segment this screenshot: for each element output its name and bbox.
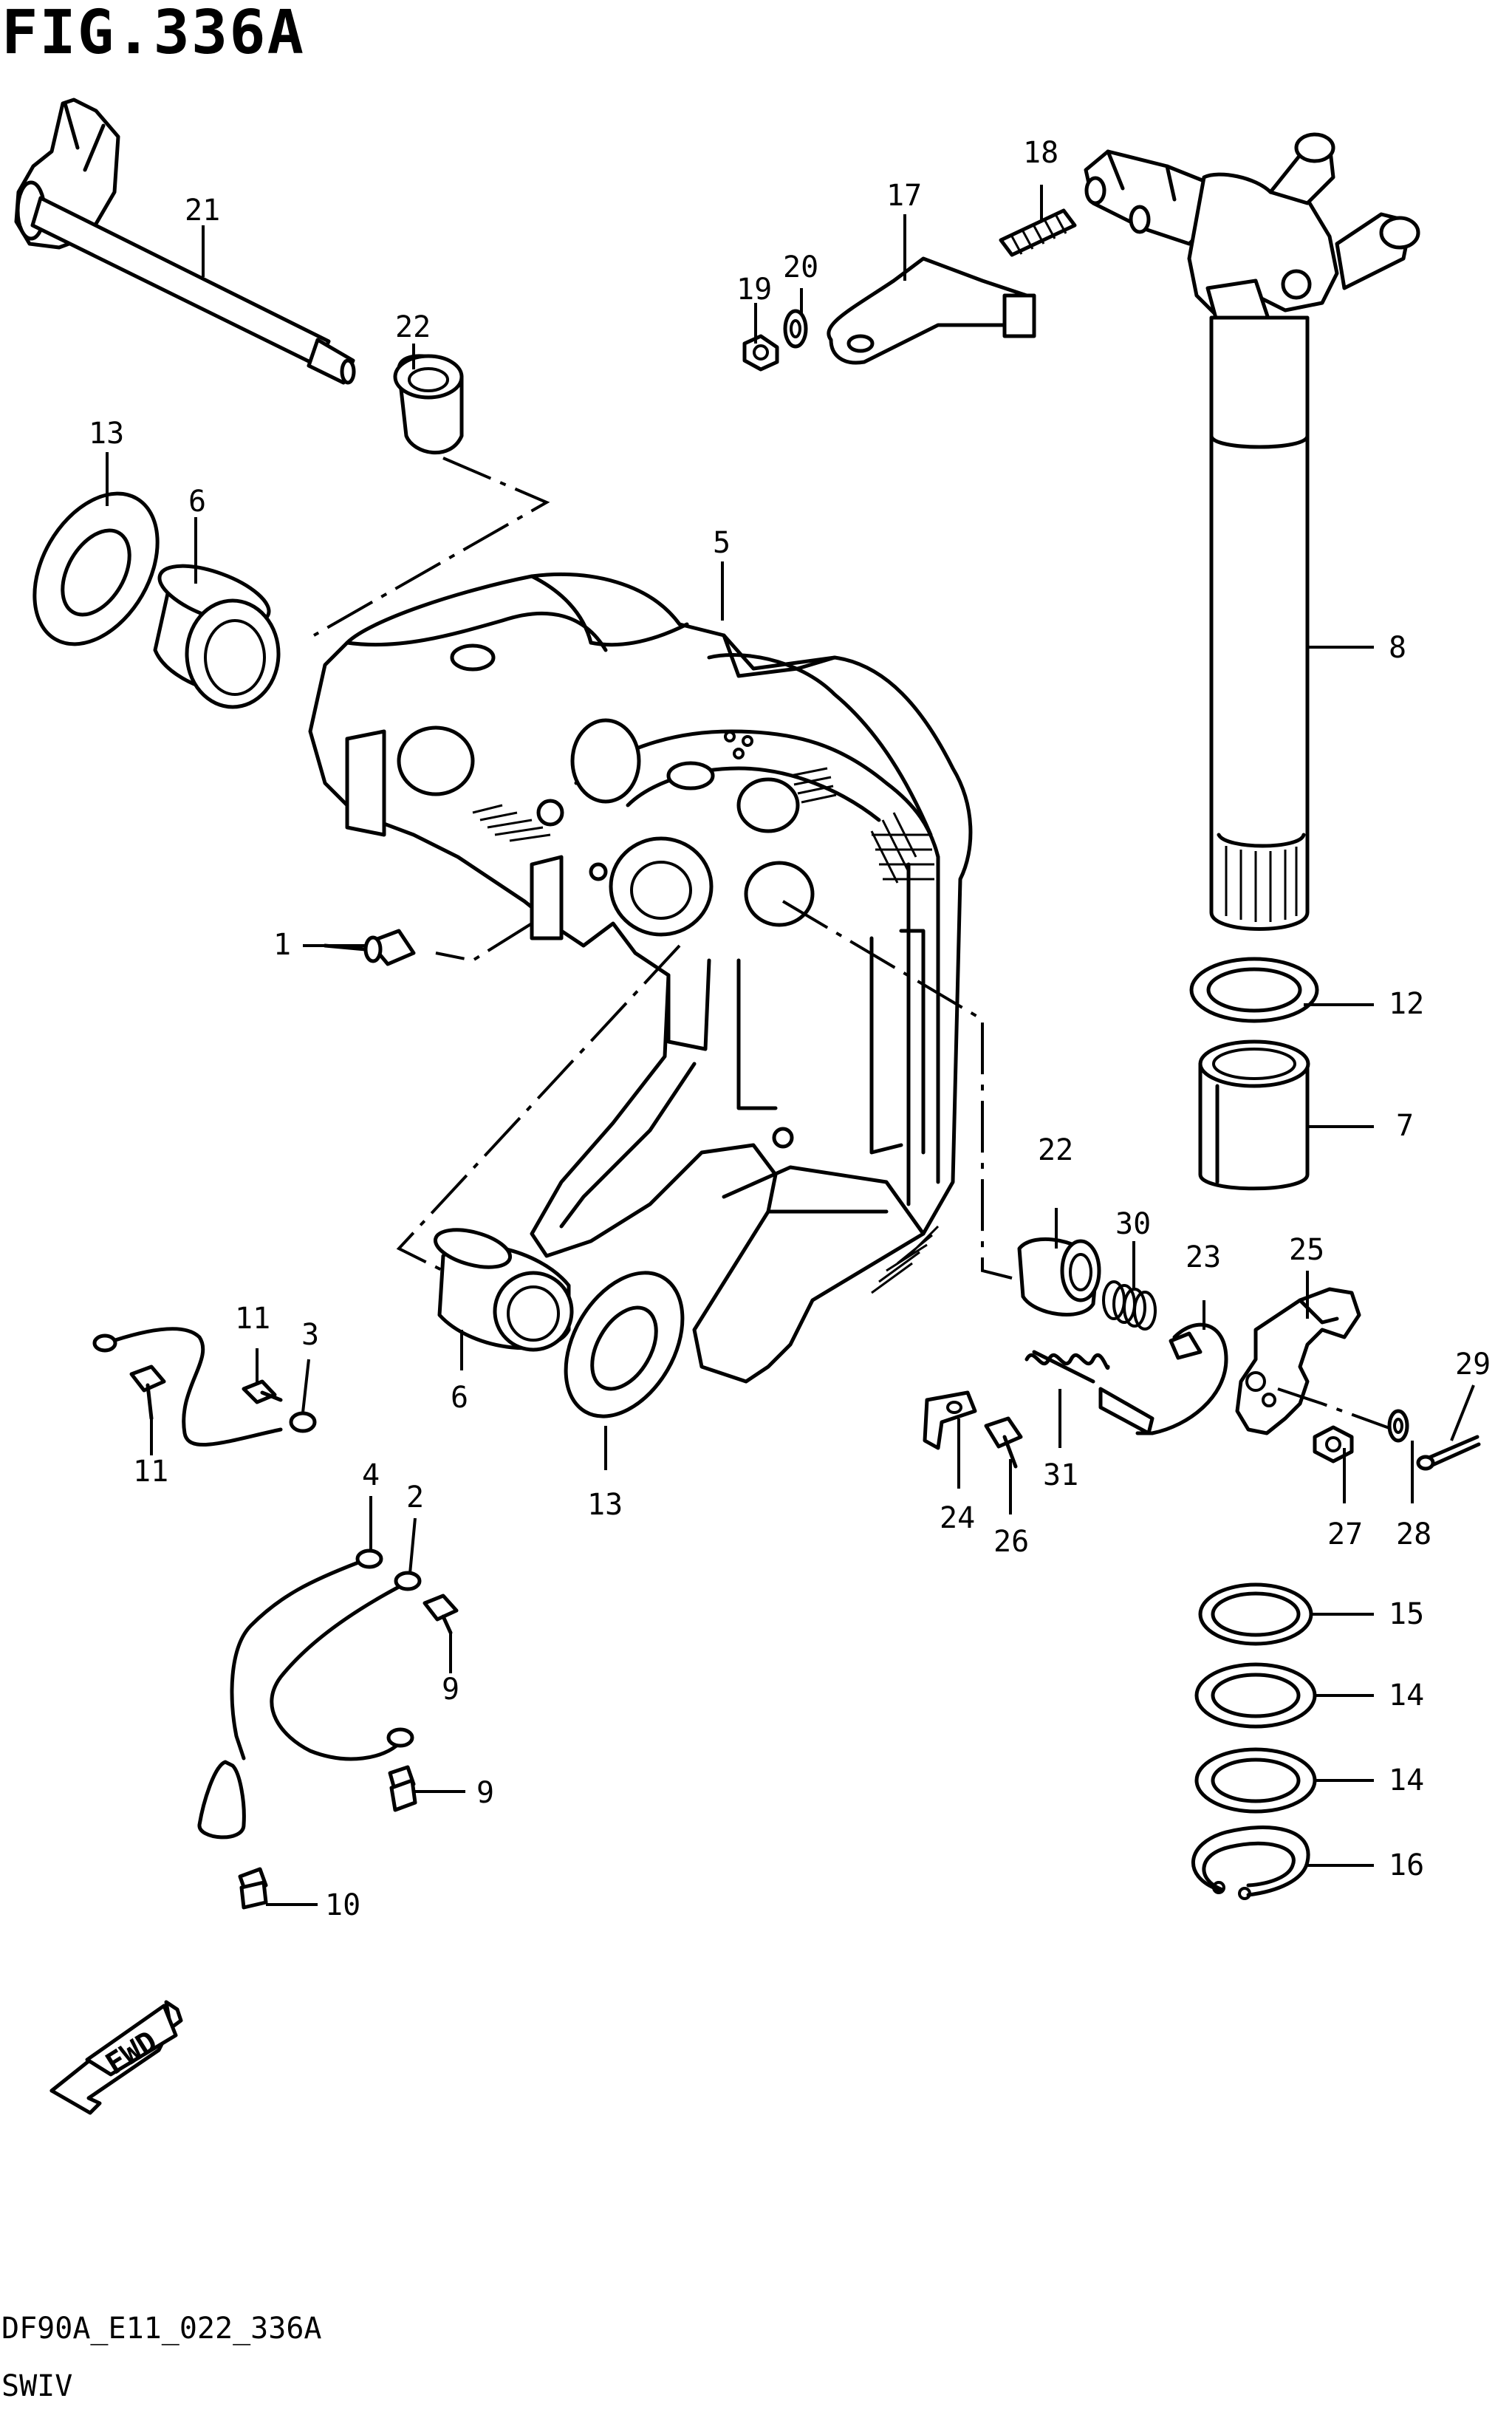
part-24-plate [923,1390,977,1450]
part-2-ground-wire [270,1571,422,1761]
callout-18: 18 [1023,136,1058,170]
callout-10: 10 [325,1888,360,1922]
callout-5: 5 [713,526,731,560]
callout-8: 8 [1389,631,1406,665]
callout-30: 30 [1115,1207,1151,1241]
callout-16: 16 [1389,1848,1424,1882]
part-9-screw-b [388,1765,417,1812]
callout-27: 27 [1327,1517,1363,1551]
part-25-lever [1235,1287,1404,1435]
callout-23: 23 [1186,1240,1221,1274]
part-30-spring [1102,1280,1157,1331]
part-21-shaft [14,98,356,385]
callout-24: 24 [940,1501,975,1535]
part-12-washer [1189,957,1319,1023]
part-19-nut [742,334,779,372]
callout-4: 4 [362,1458,380,1492]
part-8-steering-shaft [1084,132,1420,931]
part-22-bushing-bottom [1017,1237,1101,1316]
part-29-cotter-pin [1416,1435,1481,1471]
part-9-screw-a [423,1594,459,1635]
part-16-snap-ring [1191,1826,1310,1900]
part-27-nut [1313,1425,1354,1464]
callout-3: 3 [301,1318,319,1352]
callout-1: 1 [273,928,291,962]
callout-17: 17 [886,179,922,213]
leader-lines [106,185,1475,1906]
callout-labels: 21 22 13 6 5 8 18 17 20 12 7 1 22 30 23 … [89,136,1491,1922]
callout-15: 15 [1389,1597,1424,1631]
part-31-spring-rod [1024,1350,1154,1435]
part-13-washer-bottom [564,1271,685,1418]
part-11-screw-a [129,1365,166,1421]
callout-19: 19 [736,273,772,307]
callout-11-top: 11 [235,1302,270,1336]
callout-13-top: 13 [89,417,124,451]
callout-22-top: 22 [395,310,431,344]
figure-title: FIG.336A [1,0,305,68]
callout-26: 26 [993,1525,1029,1559]
callout-7: 7 [1396,1109,1414,1143]
part-4-ground-wire [197,1548,383,1840]
callout-9-b: 9 [476,1776,494,1810]
callout-11-bottom: 11 [133,1455,168,1489]
callout-12: 12 [1389,987,1424,1021]
part-28-washer [1387,1409,1409,1443]
callout-31: 31 [1043,1458,1078,1492]
callout-14-a: 14 [1389,1678,1424,1712]
part-22-bushing-top [313,354,550,637]
part-23-clip [1135,1322,1228,1435]
part-14-washer-b [1194,1747,1317,1814]
callout-21: 21 [185,194,220,228]
callout-20: 20 [783,250,818,284]
part-26-screw [984,1416,1023,1469]
part-1-grease-nipple [323,929,416,966]
part-6-bushing-bottom [433,1228,574,1352]
part-5-swivel-bracket [308,573,1013,1384]
callout-9-a: 9 [442,1673,459,1707]
callout-28: 28 [1396,1517,1431,1551]
section-name: SWIV [1,2369,73,2403]
callout-22-bottom: 22 [1038,1133,1073,1167]
callout-25: 25 [1289,1233,1324,1267]
part-13-washer-top [33,491,160,646]
callout-14-b: 14 [1389,1763,1424,1797]
part-17-bracket-plate [827,256,1036,365]
part-7-bushing [1198,1039,1310,1191]
callout-29: 29 [1455,1348,1491,1382]
drawing-code: DF90A_E11_022_336A [1,2312,322,2346]
part-3-bonding-wire [92,1327,317,1447]
part-20-washer [783,309,808,349]
callout-6-top: 6 [188,485,206,519]
callout-13-bottom: 13 [587,1488,623,1522]
part-10-screw [238,1867,268,1910]
callout-6-bottom: 6 [451,1381,468,1415]
part-14-washer-a [1194,1662,1317,1729]
part-6-bushing-top [153,564,281,709]
callout-2: 2 [406,1480,424,1514]
